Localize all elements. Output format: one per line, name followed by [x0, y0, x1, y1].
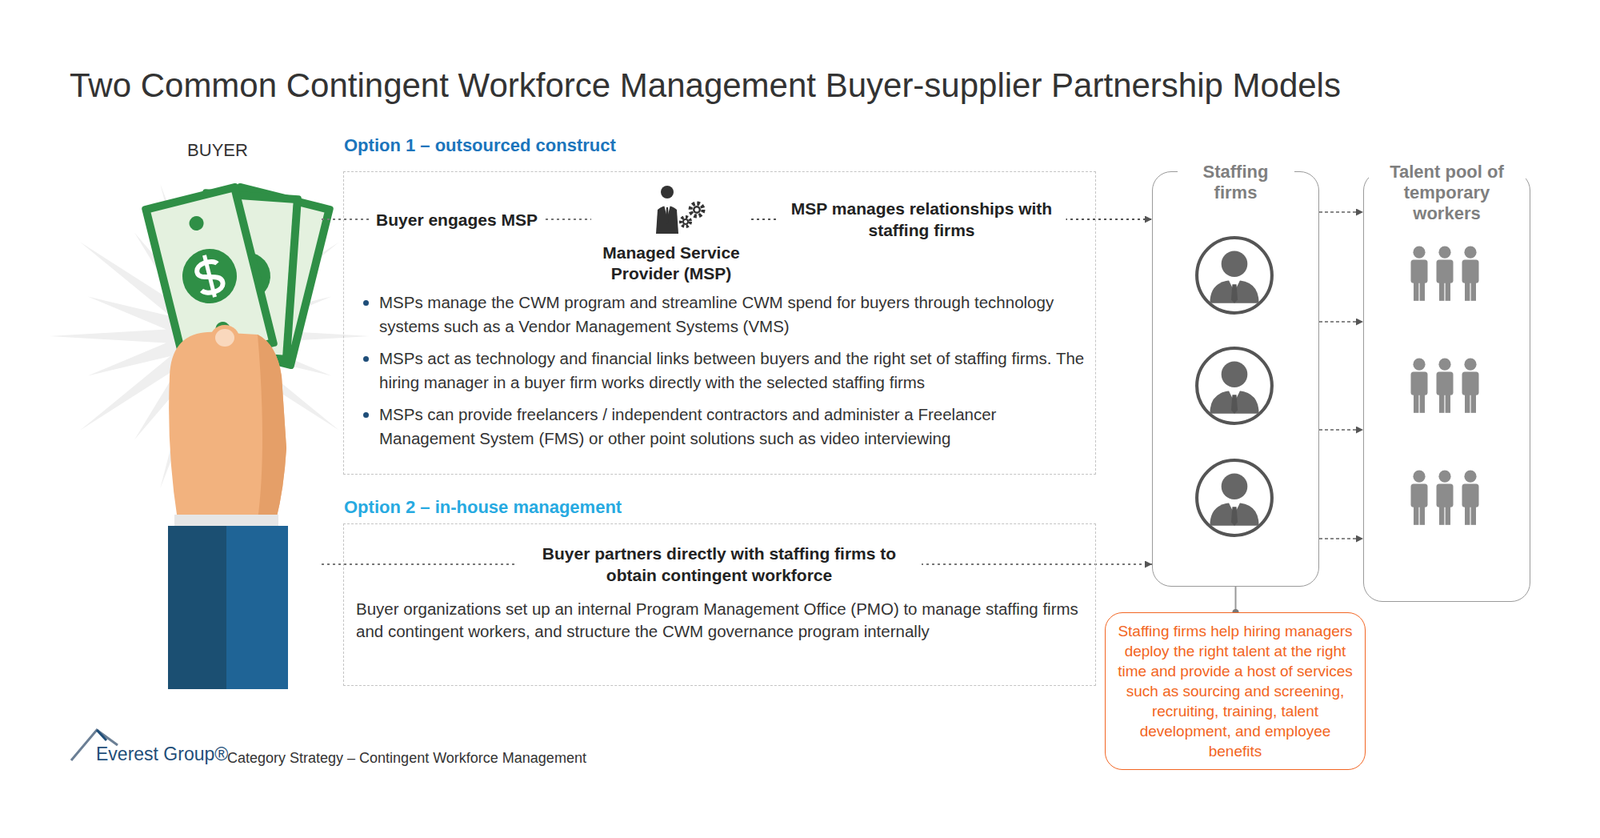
illustration-part	[226, 525, 288, 689]
illustration-part	[1196, 460, 1272, 536]
worker-icons	[1411, 246, 1480, 525]
msp-label: Managed Service Provider (MSP)	[591, 242, 752, 284]
hand	[168, 324, 288, 689]
illustration-part	[665, 207, 669, 224]
bullet-dot	[363, 300, 369, 306]
illustration-part	[209, 324, 240, 392]
illustration-part	[1436, 246, 1454, 301]
illustration-part	[1196, 237, 1272, 313]
bullet-item: MSPs act as technology and financial lin…	[360, 346, 1090, 395]
buyer-label: BUYER	[168, 140, 268, 160]
staffing-firm-icons	[1196, 237, 1272, 536]
bullet-dot	[363, 412, 369, 418]
illustration-part	[215, 328, 235, 347]
connector	[1319, 428, 1364, 431]
bullet-dot	[363, 356, 369, 362]
connector-label: Buyer engages MSP	[369, 207, 544, 232]
option-heading: Option 2 – in-house management	[344, 496, 622, 518]
illustration-part	[1411, 246, 1428, 301]
illustration-part	[684, 220, 688, 224]
illustration-part	[692, 205, 701, 214]
connector-label: MSP manages relationships with staffing …	[777, 196, 1067, 243]
bullet-item: MSPs manage the CWM program and streamli…	[360, 290, 1090, 339]
callout-text: Staffing firms help hiring managers depl…	[1113, 620, 1357, 761]
diagram-title: Two Common Contingent Workforce Manageme…	[69, 65, 1341, 106]
bullet-text: MSPs manage the CWM program and streamli…	[379, 290, 1090, 339]
box-heading: Staffing firms	[1177, 161, 1295, 204]
bullet-text: MSPs act as technology and financial lin…	[379, 346, 1090, 395]
illustration-part	[176, 243, 243, 309]
callout-box: Staffing firms help hiring managers depl…	[1104, 612, 1366, 770]
illustration-part	[1462, 470, 1480, 525]
illustration-part	[656, 205, 679, 234]
bullet-text: MSPs can provide freelancers / independe…	[379, 402, 1090, 451]
illustration-part	[695, 208, 700, 212]
msp-icon	[656, 185, 704, 234]
connector	[1319, 211, 1364, 213]
illustration-part	[257, 334, 287, 520]
illustration-part	[1411, 470, 1428, 525]
talent-pool-box: Talent pool of temporary workers	[1363, 171, 1531, 602]
illustration-part	[1462, 358, 1480, 413]
illustration-part	[1436, 470, 1454, 525]
connector-label: Buyer partners directly with staffing fi…	[516, 540, 922, 588]
illustration-part	[204, 255, 215, 297]
illustration-part	[168, 525, 227, 689]
illustration-part	[1411, 358, 1428, 413]
connector	[1319, 320, 1364, 323]
illustration-part	[188, 214, 206, 232]
footer-caption: Category Strategy – Contingent Workforce…	[227, 747, 587, 768]
connector	[1235, 586, 1237, 612]
illustration-part	[96, 729, 107, 740]
illustration-part	[174, 514, 279, 528]
option-description: Buyer organizations set up an internal P…	[356, 597, 1080, 643]
option-heading: Option 1 – outsourced construct	[344, 135, 616, 156]
illustration-part	[680, 216, 691, 227]
connector	[1319, 537, 1364, 540]
illustration-part	[1196, 348, 1272, 424]
bullet-item: MSPs can provide freelancers / independe…	[360, 402, 1090, 451]
buyer-node: BUYER	[152, 136, 322, 696]
illustration-part	[1462, 246, 1480, 301]
box-heading: Talent pool of temporary workers	[1368, 161, 1526, 224]
msp-node: Managed Service Provider (MSP)	[591, 183, 752, 292]
bullet-list: MSPs manage the CWM program and streamli…	[360, 290, 1090, 459]
brand-name: Everest Group®	[96, 743, 228, 764]
illustration-part	[660, 185, 674, 199]
illustration-part	[682, 218, 689, 225]
illustration-part	[1436, 358, 1454, 413]
staffing-firms-box: Staffing firms	[1152, 171, 1320, 587]
illustration-part	[690, 203, 704, 216]
